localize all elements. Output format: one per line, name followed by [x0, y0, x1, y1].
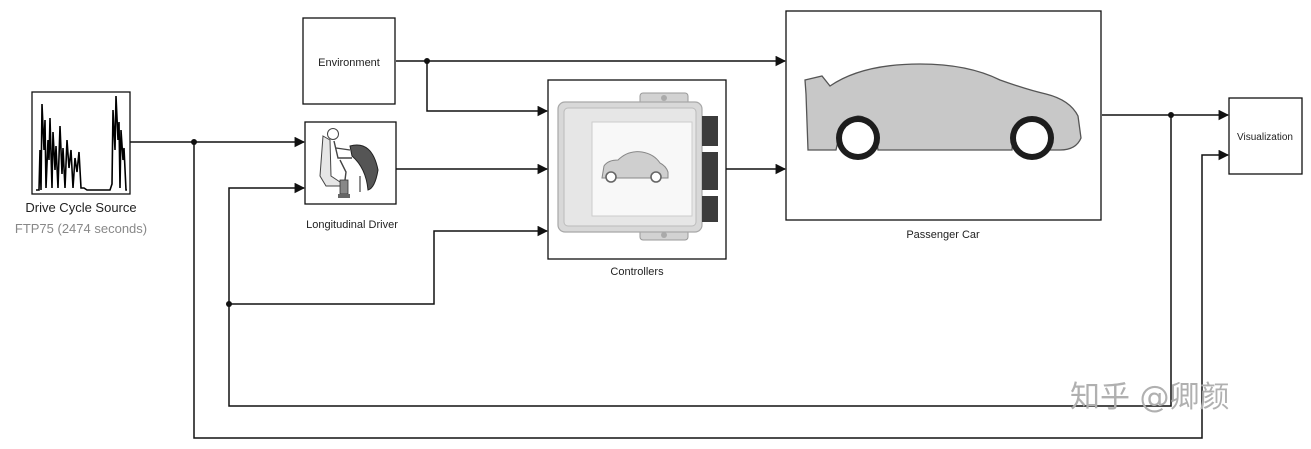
junction-dots — [191, 58, 1174, 307]
visualization-block[interactable]: Visualization — [1228, 97, 1303, 175]
drive-cycle-source-block[interactable] — [31, 91, 131, 195]
visualization-label: Visualization — [1237, 132, 1293, 143]
drive-cycle-title: Drive Cycle Source — [25, 200, 136, 215]
environment-block[interactable]: Environment — [302, 17, 396, 105]
longitudinal-driver-block[interactable] — [304, 121, 397, 205]
driver-icon — [319, 128, 379, 198]
passenger-car-block[interactable] — [785, 10, 1102, 221]
driver-label: Longitudinal Driver — [306, 219, 398, 231]
drive-cycle-waveform — [36, 95, 127, 191]
signal-lines — [130, 55, 1230, 439]
controllers-block[interactable] — [547, 79, 727, 260]
drive-cycle-subtitle: FTP75 (2474 seconds) — [15, 221, 147, 236]
ecu-icon — [557, 92, 718, 241]
environment-label: Environment — [318, 57, 380, 69]
passenger-car-label: Passenger Car — [906, 229, 980, 241]
watermark: 知乎 @卿颜 — [1070, 380, 1230, 415]
controllers-label: Controllers — [610, 266, 664, 278]
car-icon — [804, 63, 1082, 160]
